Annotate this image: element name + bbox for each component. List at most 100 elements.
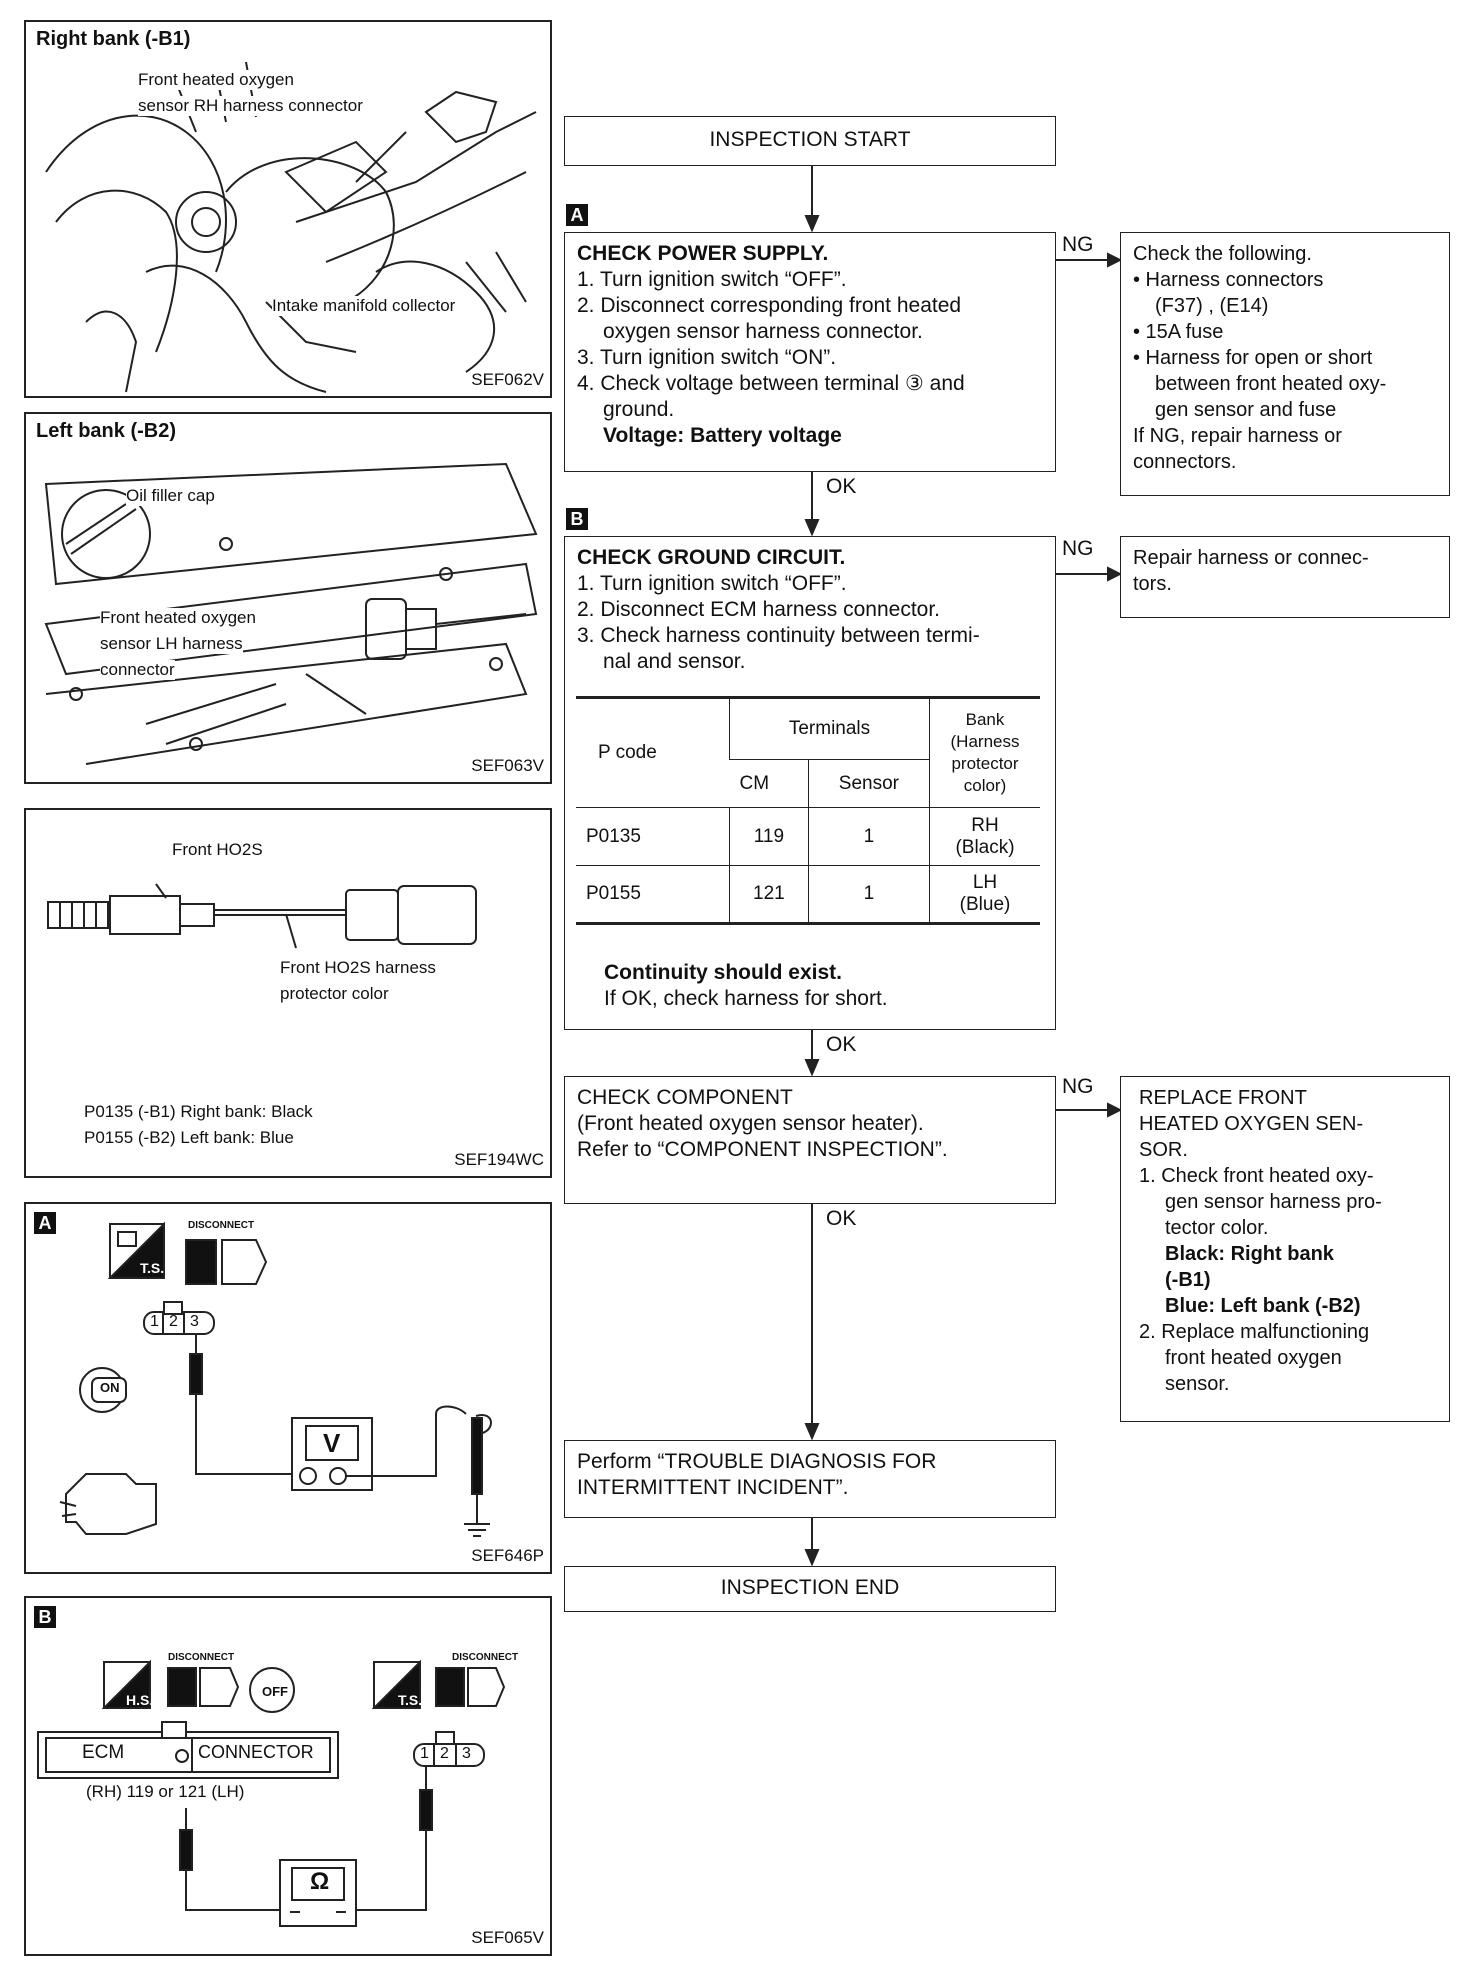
step-title: CHECK POWER SUPPLY. — [577, 242, 829, 265]
ng-label: NG — [1062, 1075, 1094, 1098]
ng-line: SOR. — [1139, 1139, 1188, 1161]
continuity-note: If OK, check harness for short. — [604, 987, 888, 1010]
ground-circuit-ng-box: Repair harness or connec- tors. — [1120, 536, 1450, 618]
ohmmeter-label: Ω — [310, 1868, 330, 1895]
figure-code: SEF065V — [471, 1928, 544, 1947]
cell-cm: 121 — [729, 865, 809, 924]
ok-label: OK — [826, 1033, 857, 1056]
ng-line: sensor. — [1165, 1373, 1230, 1395]
ok-label: OK — [826, 1207, 857, 1230]
figure-right-bank: Right bank (-B1) Front heated oxygen sen… — [24, 20, 552, 398]
figure-tag: B — [34, 1606, 56, 1628]
header-terminals: Terminals — [729, 697, 930, 760]
step-line: Perform “TROUBLE DIAGNOSIS FOR — [577, 1450, 937, 1473]
disconnect-label: DISCONNECT — [188, 1220, 255, 1231]
ho2s-sensor-drawing — [47, 883, 477, 949]
step-line: 4. Check voltage between terminal ③ and — [577, 372, 965, 395]
ng-line: 2. Replace malfunctioning — [1139, 1321, 1370, 1343]
disconnect-label: DISCONNECT — [452, 1652, 519, 1663]
figure-code: SEF063V — [471, 756, 544, 775]
inspection-end-box: INSPECTION END — [564, 1566, 1056, 1612]
ng-line: gen sensor and fuse — [1155, 399, 1337, 421]
step-line: Refer to “COMPONENT INSPECTION”. — [577, 1138, 948, 1161]
perform-trouble-diagnosis-box: Perform “TROUBLE DIAGNOSIS FOR INTERMITT… — [564, 1440, 1056, 1518]
color-spec: Black: Right bank — [1165, 1243, 1334, 1265]
ng-line: 1. Check front heated oxy- — [1139, 1165, 1374, 1187]
pin-label: 2 — [169, 1313, 178, 1330]
ng-line: • Harness connectors — [1133, 269, 1324, 291]
callout-label: Front heated oxygen — [138, 70, 294, 90]
voltmeter-label: V — [323, 1428, 341, 1458]
step-line: 3. Turn ignition switch “ON”. — [577, 346, 837, 369]
check-power-supply-box: CHECK POWER SUPPLY. 1. Turn ignition swi… — [564, 232, 1056, 472]
step-line: oxygen sensor harness connector. — [603, 320, 923, 343]
ng-line: gen sensor harness pro- — [1165, 1191, 1382, 1213]
figure-code: SEF062V — [471, 370, 544, 389]
callout-label: sensor LH harness — [100, 634, 243, 654]
ignition-off-label: OFF — [262, 1684, 288, 1699]
callout-label: Oil filler cap — [126, 486, 215, 506]
pin-label: 1 — [150, 1313, 159, 1330]
pin-label: 3 — [190, 1313, 199, 1330]
inspection-end-label: INSPECTION END — [720, 1576, 900, 1599]
header-sensor: Sensor — [807, 759, 930, 808]
voltage-spec: Voltage: Battery voltage — [603, 424, 842, 447]
figure-title: Left bank (-B2) — [36, 420, 176, 442]
cell-bank: RH(Black) — [929, 807, 1040, 866]
ng-label: NG — [1062, 537, 1094, 560]
step-line: 2. Disconnect ECM harness connector. — [577, 598, 941, 621]
callout-label: Intake manifold collector — [272, 296, 456, 316]
step-line: (Front heated oxygen sensor heater). — [577, 1112, 924, 1135]
figure-ho2s: Front HO2S Front HO2S harness protector … — [24, 808, 552, 1178]
ignition-on-label: ON — [100, 1380, 120, 1395]
ng-line: Check the following. — [1133, 243, 1312, 265]
bank-color: (Blue) — [959, 894, 1011, 915]
color-note: P0135 (-B1) Right bank: Black — [84, 1102, 313, 1121]
ng-line: • 15A fuse — [1133, 321, 1224, 343]
bank-side: LH — [972, 872, 998, 893]
step-tag-a: A — [566, 204, 588, 226]
power-supply-ng-box: Check the following. • Harness connector… — [1120, 232, 1450, 496]
continuity-spec: Continuity should exist. — [604, 961, 843, 984]
color-spec: Blue: Left bank (-B2) — [1165, 1295, 1361, 1317]
ng-line: tors. — [1133, 573, 1172, 595]
figure-left-bank: Left bank (-B2) Oil filler cap Front hea… — [24, 412, 552, 784]
header-pcode: P code — [598, 742, 657, 763]
figure-title: Right bank (-B1) — [36, 28, 191, 50]
terminal-table: P code Terminals Bank (Harness protector… — [576, 696, 1040, 925]
cell-sensor: 1 — [807, 807, 930, 866]
figure-a-voltage-check: A — [24, 1202, 552, 1574]
pin-caption: (RH) 119 or 121 (LH) — [86, 1782, 245, 1801]
engine-sketch-right — [45, 61, 537, 393]
ng-line: • Harness for open or short — [1133, 347, 1373, 369]
pin-label: 2 — [440, 1745, 449, 1762]
ecm-label: ECM — [82, 1742, 125, 1763]
figure-b-continuity-check: B — [24, 1596, 552, 1956]
check-component-box: CHECK COMPONENT (Front heated oxygen sen… — [564, 1076, 1056, 1204]
figure-code: SEF194WC — [454, 1150, 544, 1169]
ng-line: HEATED OXYGEN SEN- — [1139, 1113, 1364, 1135]
ng-line: If NG, repair harness or — [1133, 425, 1342, 447]
step-title: CHECK GROUND CIRCUIT. — [577, 546, 846, 569]
cell-sensor: 1 — [807, 865, 930, 924]
hs-label: H.S. — [126, 1692, 154, 1708]
color-spec: (-B1) — [1165, 1269, 1211, 1291]
step-line: 2. Disconnect corresponding front heated — [577, 294, 962, 317]
ts-label: T.S. — [140, 1260, 165, 1276]
voltage-circuit-diagram — [59, 1221, 492, 1537]
cell-pcode: P0155 — [586, 883, 641, 904]
callout-label: connector — [100, 660, 175, 680]
connector-label: CONNECTOR — [198, 1742, 314, 1762]
step-line: 1. Turn ignition switch “OFF”. — [577, 572, 847, 595]
step-line: 3. Check harness continuity between term… — [577, 624, 980, 647]
table-row: P0155 121 1 LH(Blue) — [576, 865, 1040, 924]
inspection-start-label: INSPECTION START — [709, 128, 911, 151]
step-line: CHECK COMPONENT — [577, 1086, 793, 1109]
continuity-circuit-diagram — [37, 1659, 506, 1927]
step-line: ground. — [603, 398, 675, 421]
ng-line: REPLACE FRONT — [1139, 1087, 1307, 1109]
engine-sketch-left — [44, 462, 538, 765]
cell-cm: 119 — [729, 807, 809, 866]
inspection-start-box: INSPECTION START — [564, 116, 1056, 166]
disconnect-label: DISCONNECT — [168, 1652, 235, 1663]
